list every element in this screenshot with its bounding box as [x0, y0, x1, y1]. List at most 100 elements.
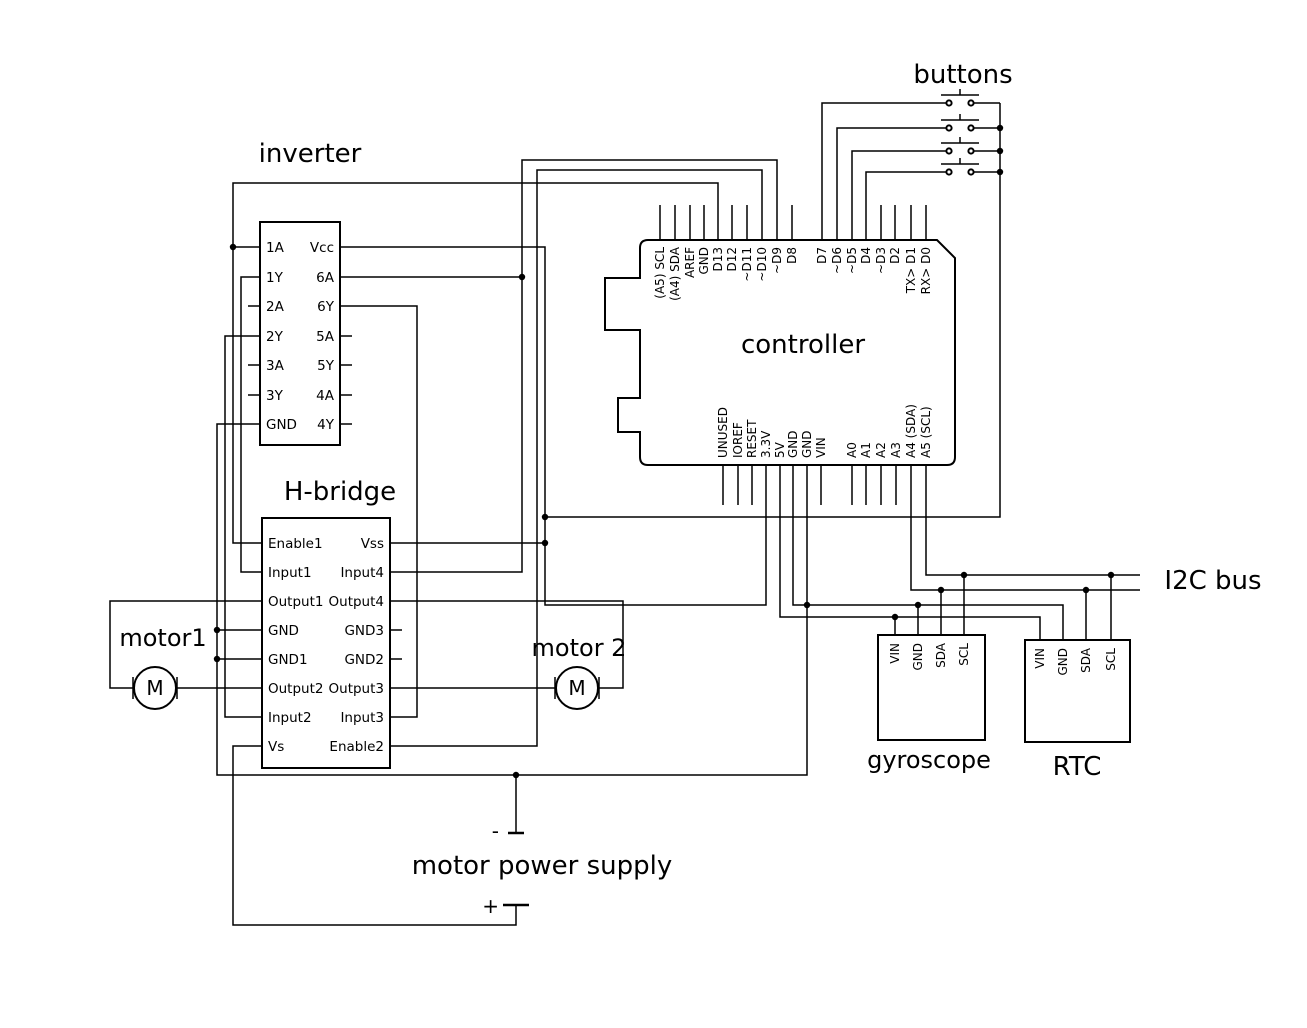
pin-label: 5V	[773, 441, 787, 458]
pin-label: D7	[815, 247, 829, 264]
pin-label: A4 (SDA)	[904, 404, 918, 458]
pin-label: ~D5	[845, 247, 859, 274]
junction-dot	[1107, 571, 1115, 579]
pin-label: SDA	[1079, 647, 1093, 673]
pin-label: ~D10	[755, 247, 769, 282]
pin-label: IOREF	[731, 422, 745, 458]
wires	[109, 102, 1140, 926]
net-gnd-power	[216, 423, 808, 776]
pin-label: Vcc	[310, 240, 334, 256]
button-contact	[967, 147, 975, 155]
pin-label: Vs	[268, 739, 284, 755]
pin-label: Enable1	[268, 536, 323, 552]
pin-label: VIN	[1033, 648, 1047, 669]
gyroscope-label: gyroscope	[867, 746, 991, 774]
pin-label: Input3	[340, 710, 384, 726]
pin-label: A5 (SCL)	[919, 406, 933, 458]
net-output1-motor1	[109, 600, 250, 689]
motor2-symbol	[555, 666, 599, 710]
net-d6-button2	[836, 127, 946, 240]
pin-label: GND	[786, 430, 800, 458]
net-d5-button3	[851, 150, 946, 240]
net-d4-button4	[865, 171, 946, 240]
motor-power-supply-label: motor power supply	[412, 851, 673, 881]
i2c-bus-label: I2C bus	[1164, 566, 1261, 596]
buttons-group: buttons	[913, 60, 1013, 176]
pin-label: Output2	[268, 681, 323, 697]
button-contact	[945, 99, 953, 107]
pin-label: GND	[800, 430, 814, 458]
pin-label: 4Y	[317, 417, 335, 433]
pin-label: Input4	[340, 565, 384, 581]
net-d7-button1	[821, 102, 946, 240]
push-button	[941, 89, 1000, 107]
pin-label: RESET	[745, 419, 759, 458]
net-d10-to-enable2	[402, 169, 763, 747]
pin-label: D8	[785, 247, 799, 264]
motor-letter: M	[146, 676, 163, 700]
pin-label: A1	[859, 442, 873, 458]
net-vcc-power	[352, 246, 767, 606]
buttons-label: buttons	[913, 60, 1012, 90]
pin-label: SCL	[957, 643, 971, 666]
motor1-symbol	[133, 666, 177, 710]
controller-body	[604, 239, 956, 466]
pin-label: SDA	[934, 642, 948, 668]
pin-label: A2	[874, 442, 888, 458]
rtc-component: RTC VIN GND SDA SCL	[1024, 639, 1131, 782]
h-bridge-label: H-bridge	[284, 477, 396, 507]
rtc-body	[1024, 639, 1131, 743]
pin-label: GND2	[344, 652, 384, 668]
push-button	[941, 114, 1000, 132]
pin-label: UNUSED	[716, 407, 730, 458]
pin-label: GND1	[268, 652, 308, 668]
junction-dot	[213, 655, 221, 663]
pin-label: 2A	[266, 299, 285, 315]
h-bridge-body	[261, 517, 391, 769]
net-2y-to-input2	[224, 335, 250, 718]
junction-dot	[937, 586, 945, 594]
net-vs-to-battery-plus	[232, 745, 517, 926]
junction-dot	[960, 571, 968, 579]
motor2-component: motor 2 M	[532, 634, 626, 710]
pin-label: GND	[268, 623, 299, 639]
pin-label: (A4) SDA	[668, 246, 682, 301]
pin-label: ~D9	[770, 247, 784, 274]
pin-label: Input2	[268, 710, 312, 726]
junction-dot	[512, 771, 520, 779]
pin-label: 6A	[316, 270, 335, 286]
junction-dot	[541, 513, 549, 521]
pin-label: TX> D1	[904, 247, 918, 294]
net-output4-motor2	[402, 600, 624, 689]
motor1-label: motor1	[119, 624, 206, 652]
pin-label: Vss	[361, 536, 384, 552]
junction-dot	[803, 601, 811, 609]
junction-dots	[213, 124, 1115, 779]
pin-label: GND3	[344, 623, 384, 639]
rtc-label: RTC	[1053, 752, 1102, 782]
pin-label: Enable2	[329, 739, 384, 755]
junction-dot	[541, 539, 549, 547]
motor-power-supply-component: - + motor power supply	[412, 819, 673, 918]
push-button	[941, 158, 1000, 176]
button-contact	[945, 147, 953, 155]
net-gnd-i2c	[792, 465, 1064, 640]
pin-label: Output3	[329, 681, 384, 697]
net-scl-bus	[925, 465, 1140, 576]
h-bridge-component: H-bridge Enable1 Input1 Output1 GND GND1…	[250, 477, 402, 769]
pin-label: D4	[859, 247, 873, 264]
pin-label: GND	[1056, 648, 1070, 676]
pin-label: A3	[889, 442, 903, 458]
pin-label: ~D3	[874, 247, 888, 274]
pin-label: VIN	[888, 643, 902, 664]
pin-label: D13	[711, 247, 725, 272]
junction-dot	[213, 626, 221, 634]
inverter-label: inverter	[259, 139, 362, 169]
controller-label: controller	[741, 330, 865, 360]
pin-label: D12	[725, 247, 739, 272]
button-contact	[967, 168, 975, 176]
pin-label: A0	[845, 442, 859, 458]
pin-label: 4A	[316, 388, 335, 404]
pin-label: VIN	[814, 437, 828, 458]
